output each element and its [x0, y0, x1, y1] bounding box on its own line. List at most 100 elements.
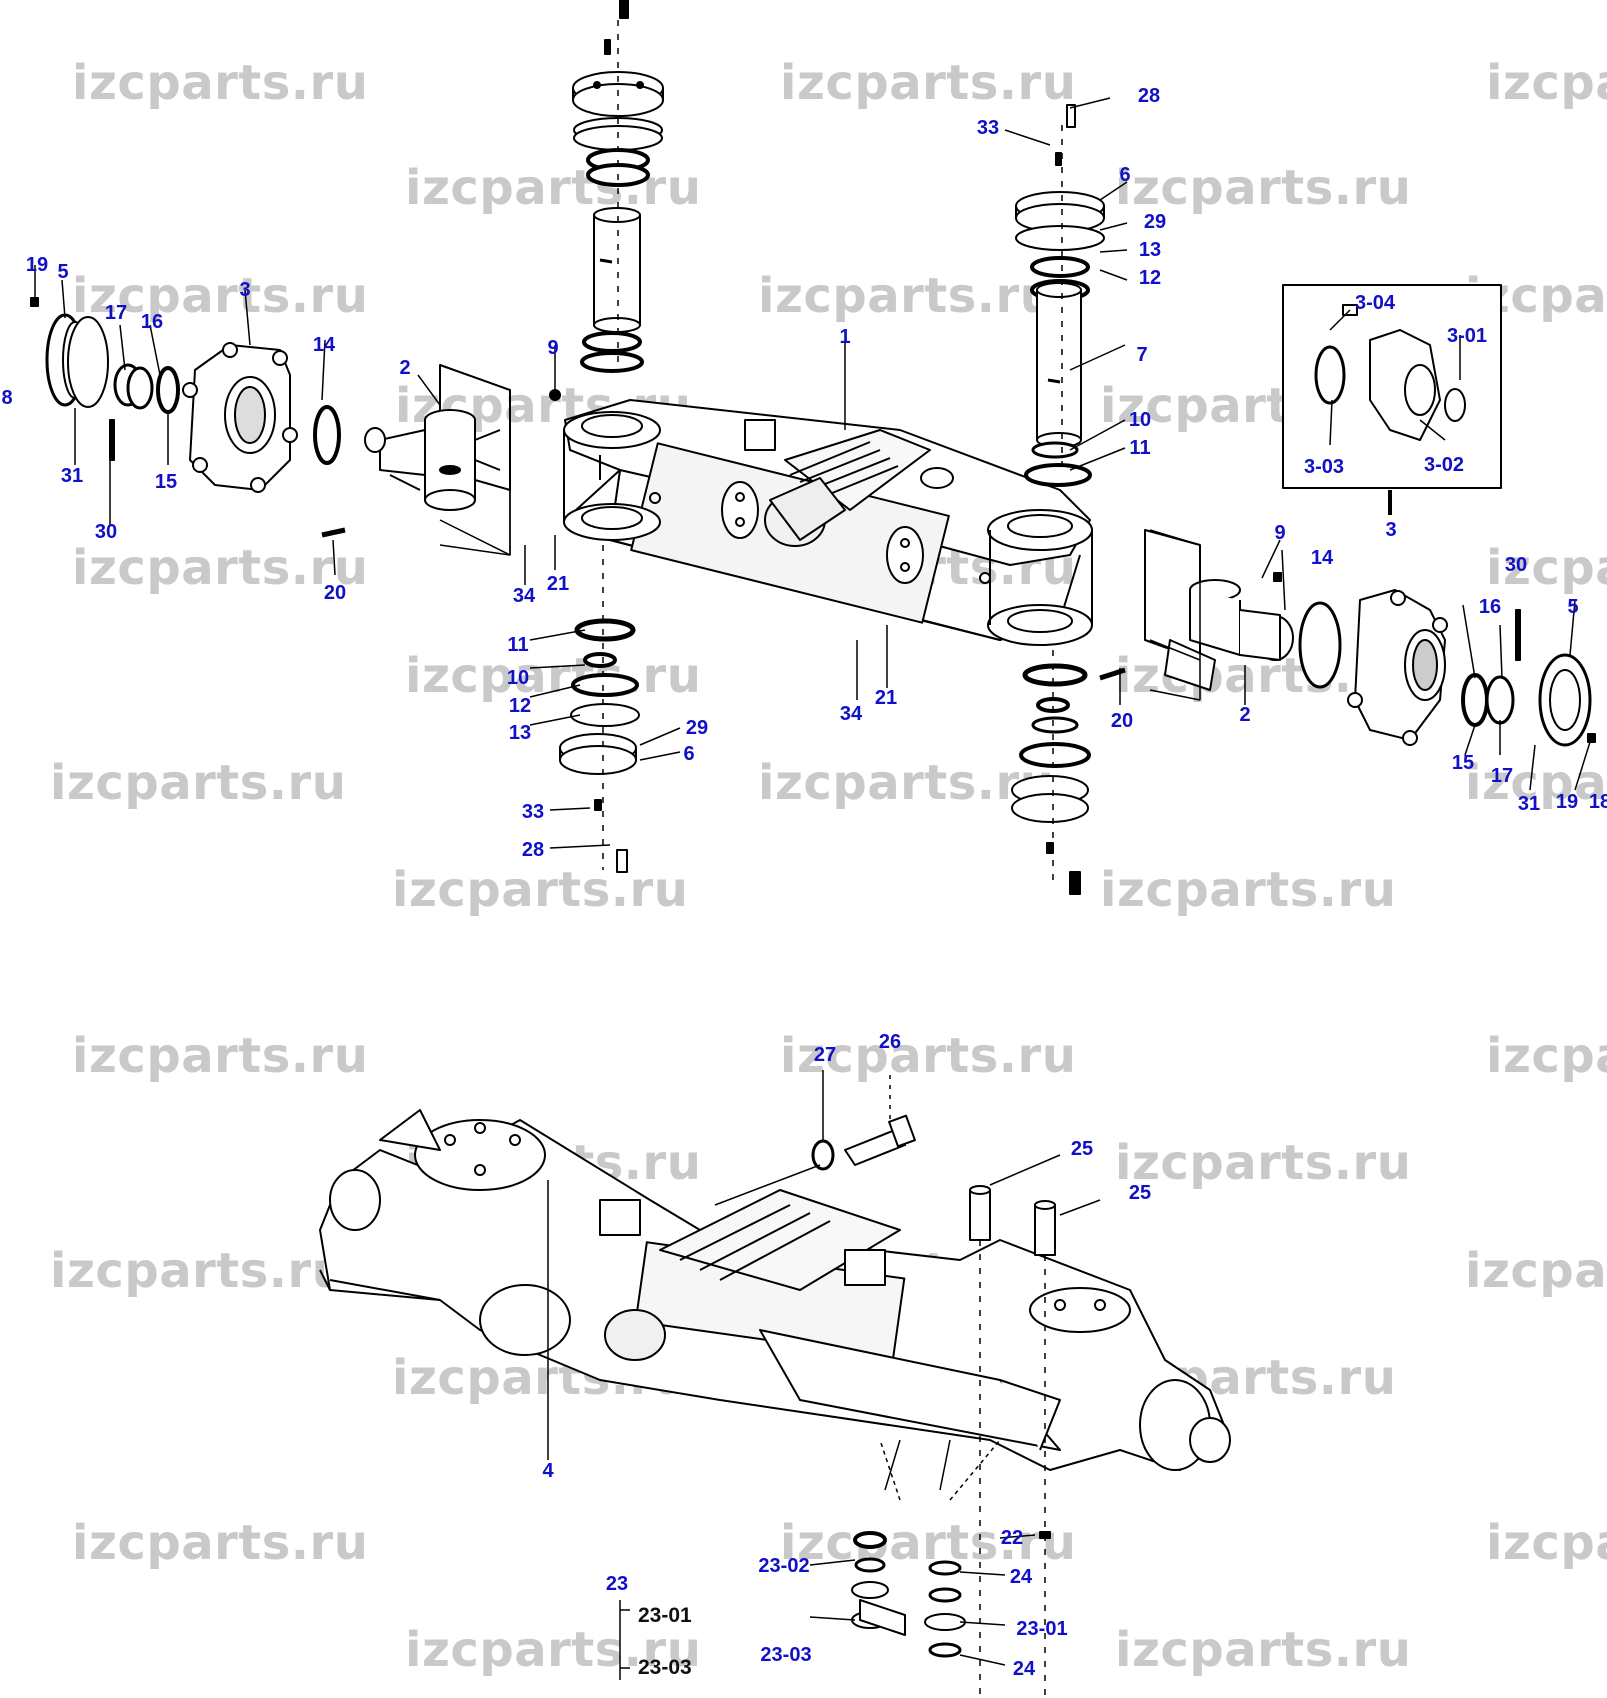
watermark: izcparts.ru — [758, 755, 1055, 811]
callout-17: 17 — [104, 302, 128, 324]
assembled-axle — [319, 1109, 1231, 1471]
callout-33: 33 — [521, 801, 545, 823]
watermark: izcparts.ru — [1115, 160, 1412, 216]
callout-18: 18 — [1588, 791, 1607, 813]
callout-14b: 14 — [1310, 547, 1334, 569]
legend-23-01: 23-01 — [638, 1604, 692, 1627]
callout-29: 29 — [685, 717, 709, 739]
callout-13: 13 — [508, 722, 532, 744]
callout-19: 19 — [25, 254, 49, 276]
callout-25: 25 — [1070, 1138, 1094, 1160]
right-upper-kingpin-stack — [1015, 104, 1105, 487]
watermark: izcparts.ru — [758, 268, 1055, 324]
callout-14: 14 — [312, 334, 336, 356]
bolt-and-washer — [811, 1114, 916, 1171]
callout-15: 15 — [154, 471, 178, 493]
callout-28b: 28 — [1137, 85, 1161, 107]
callout-3b: 3 — [1385, 519, 1397, 541]
callout-15b: 15 — [1451, 752, 1475, 774]
watermark: izcparts.ru — [72, 268, 369, 324]
watermark: izcpa — [1465, 1243, 1607, 1299]
callout-34: 34 — [512, 585, 536, 607]
right-wheel-hub — [1298, 589, 1596, 747]
callout-6: 6 — [683, 743, 695, 765]
callout-30: 30 — [94, 521, 118, 543]
watermark: izcparts.ru — [72, 1028, 369, 1084]
watermark: izcparts.ru — [72, 540, 369, 596]
watermark: izcparts.ru — [392, 862, 689, 918]
leader-lines — [34, 20, 1591, 1698]
callout-8: 8 — [1, 387, 13, 409]
legend-23-03: 23-03 — [638, 1656, 692, 1679]
callout-3: 3 — [239, 279, 251, 301]
watermark: izcparts.ru — [405, 160, 702, 216]
callout-28: 28 — [521, 839, 545, 861]
watermark: izcpa — [1486, 1028, 1607, 1084]
callout-21: 21 — [546, 573, 570, 595]
legend-23: 23 — [605, 1573, 629, 1595]
callout-5b: 5 — [1567, 596, 1579, 618]
callout-12: 12 — [508, 695, 532, 717]
callout-27: 27 — [813, 1044, 837, 1066]
callout-3-01: 3-01 — [1446, 325, 1488, 347]
watermark: izcparts.ru — [405, 648, 702, 704]
callout-4: 4 — [542, 1460, 554, 1482]
hub-inset-detail — [1282, 284, 1502, 489]
callout-16b: 16 — [1478, 596, 1502, 618]
watermark: izcparts.ru — [780, 1515, 1077, 1571]
watermark: izcparts.ru — [780, 1028, 1077, 1084]
callout-9: 9 — [547, 337, 559, 359]
callout-10: 10 — [506, 667, 530, 689]
callout-11: 11 — [507, 634, 529, 656]
left-lower-stack — [559, 618, 640, 873]
callout-33b: 33 — [976, 117, 1000, 139]
callout-2b: 2 — [1239, 704, 1251, 726]
watermark: izcpa — [1486, 540, 1607, 596]
watermark: izcpa — [1486, 1515, 1607, 1571]
callout-6b: 6 — [1119, 164, 1131, 186]
callout-26: 26 — [878, 1031, 902, 1053]
left-wheel-hub — [182, 342, 298, 493]
callout-20b: 20 — [1110, 710, 1134, 732]
callout-11b: 11 — [1129, 437, 1151, 459]
callout-30b: 30 — [1504, 554, 1528, 576]
callout-19b: 19 — [1555, 791, 1579, 813]
watermark: izcparts.ru — [50, 1243, 347, 1299]
callout-31b: 31 — [1517, 793, 1541, 815]
callout-10b: 10 — [1128, 409, 1152, 431]
callout-9b: 9 — [1274, 522, 1286, 544]
callout-16: 16 — [140, 311, 164, 333]
axle-beam — [563, 399, 1093, 646]
callout-13b: 13 — [1138, 239, 1162, 261]
callout-3-04: 3-04 — [1354, 292, 1396, 314]
callout-7: 7 — [1136, 344, 1148, 366]
watermark: izcpa — [1486, 55, 1607, 111]
right-lower-stack — [1011, 663, 1091, 895]
watermark: izcparts.ru — [405, 1622, 702, 1678]
callout-31: 31 — [60, 465, 84, 487]
watermark: izcparts.ru — [1100, 862, 1397, 918]
callout-23-01: 23-01 — [1016, 1618, 1068, 1640]
watermark: izcparts.ru — [1115, 1135, 1412, 1191]
callout-17b: 17 — [1490, 765, 1514, 787]
left-seal-stack — [30, 297, 341, 465]
callout-34b: 34 — [839, 703, 863, 725]
callout-23-02: 23-02 — [758, 1555, 810, 1577]
callout-12b: 12 — [1138, 267, 1162, 289]
callout-1: 1 — [839, 326, 851, 348]
right-steering-knuckle — [1099, 529, 1294, 691]
callout-24b: 24 — [1012, 1658, 1036, 1680]
callout-2: 2 — [399, 357, 411, 379]
watermark: izcparts.ru — [72, 55, 369, 111]
callout-24: 24 — [1009, 1566, 1033, 1588]
callout-3-03: 3-03 — [1303, 456, 1345, 478]
pins — [969, 1185, 1056, 1256]
watermark: izcparts.ru — [50, 755, 347, 811]
callout-3-02: 3-02 — [1423, 454, 1465, 476]
left-steering-knuckle — [321, 364, 561, 556]
callout-25b: 25 — [1128, 1182, 1152, 1204]
callout-5: 5 — [57, 261, 69, 283]
callout-29b: 29 — [1143, 211, 1167, 233]
